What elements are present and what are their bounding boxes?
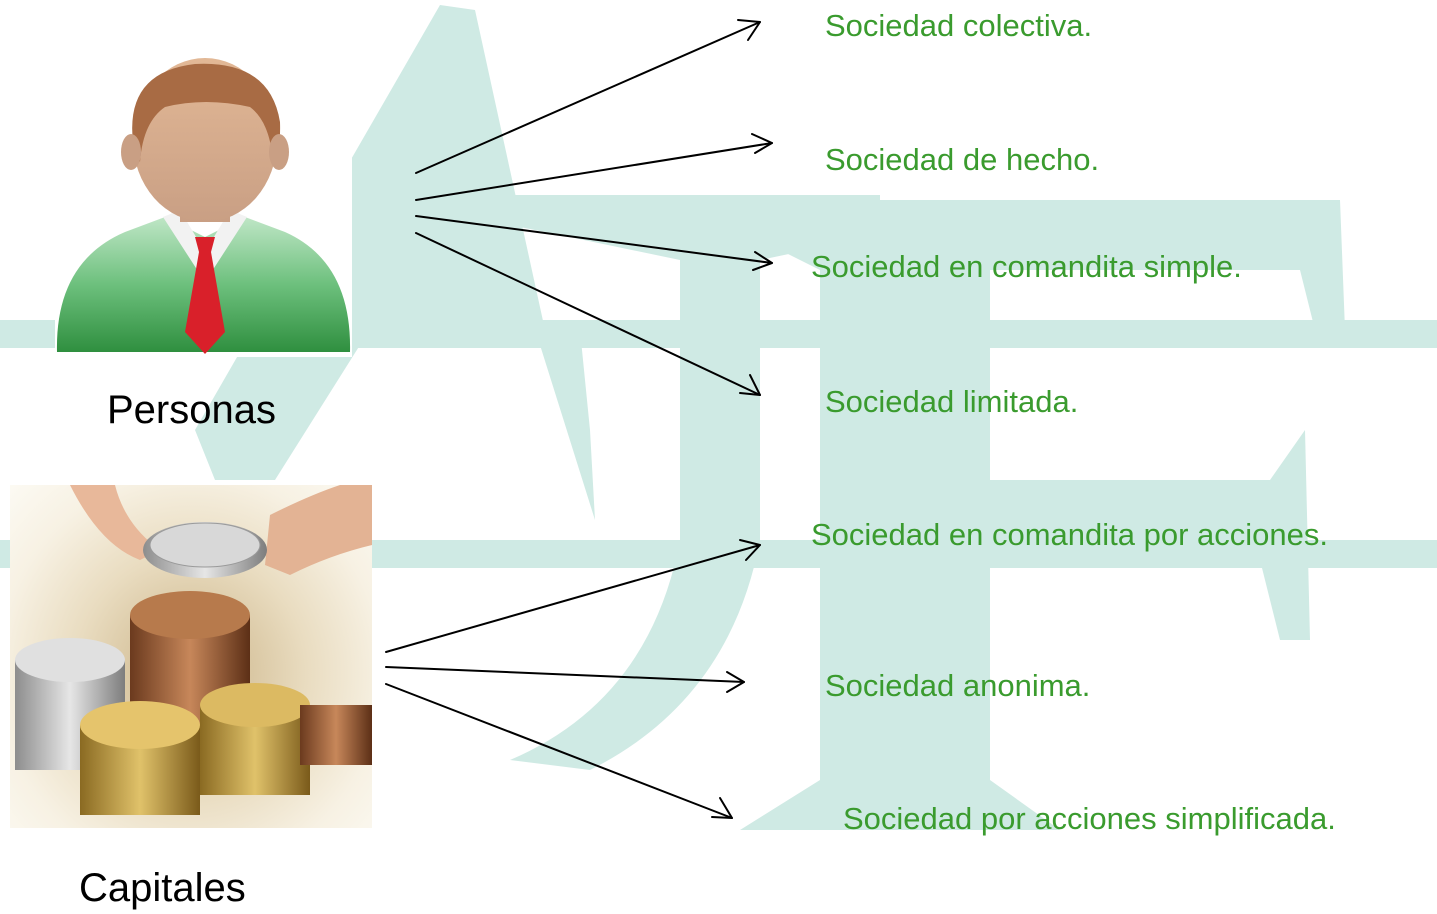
sociedad-acciones-simplificada-label: Sociedad por acciones simplificada. [843, 801, 1336, 836]
sociedad-limitada-label: Sociedad limitada. [825, 384, 1079, 419]
personas-label: Personas [107, 388, 276, 432]
businessman-icon [55, 52, 352, 357]
sociedad-comandita-simple-label: Sociedad en comandita simple. [811, 249, 1242, 284]
sociedad-comandita-acciones-label: Sociedad en comandita por acciones. [811, 517, 1328, 552]
coins-icon [10, 485, 372, 828]
sociedad-anonima-label: Sociedad anonima. [825, 668, 1091, 703]
capitales-label: Capitales [79, 866, 246, 910]
sociedad-de-hecho-label: Sociedad de hecho. [825, 142, 1100, 177]
sociedad-colectiva-label: Sociedad colectiva. [825, 8, 1093, 43]
